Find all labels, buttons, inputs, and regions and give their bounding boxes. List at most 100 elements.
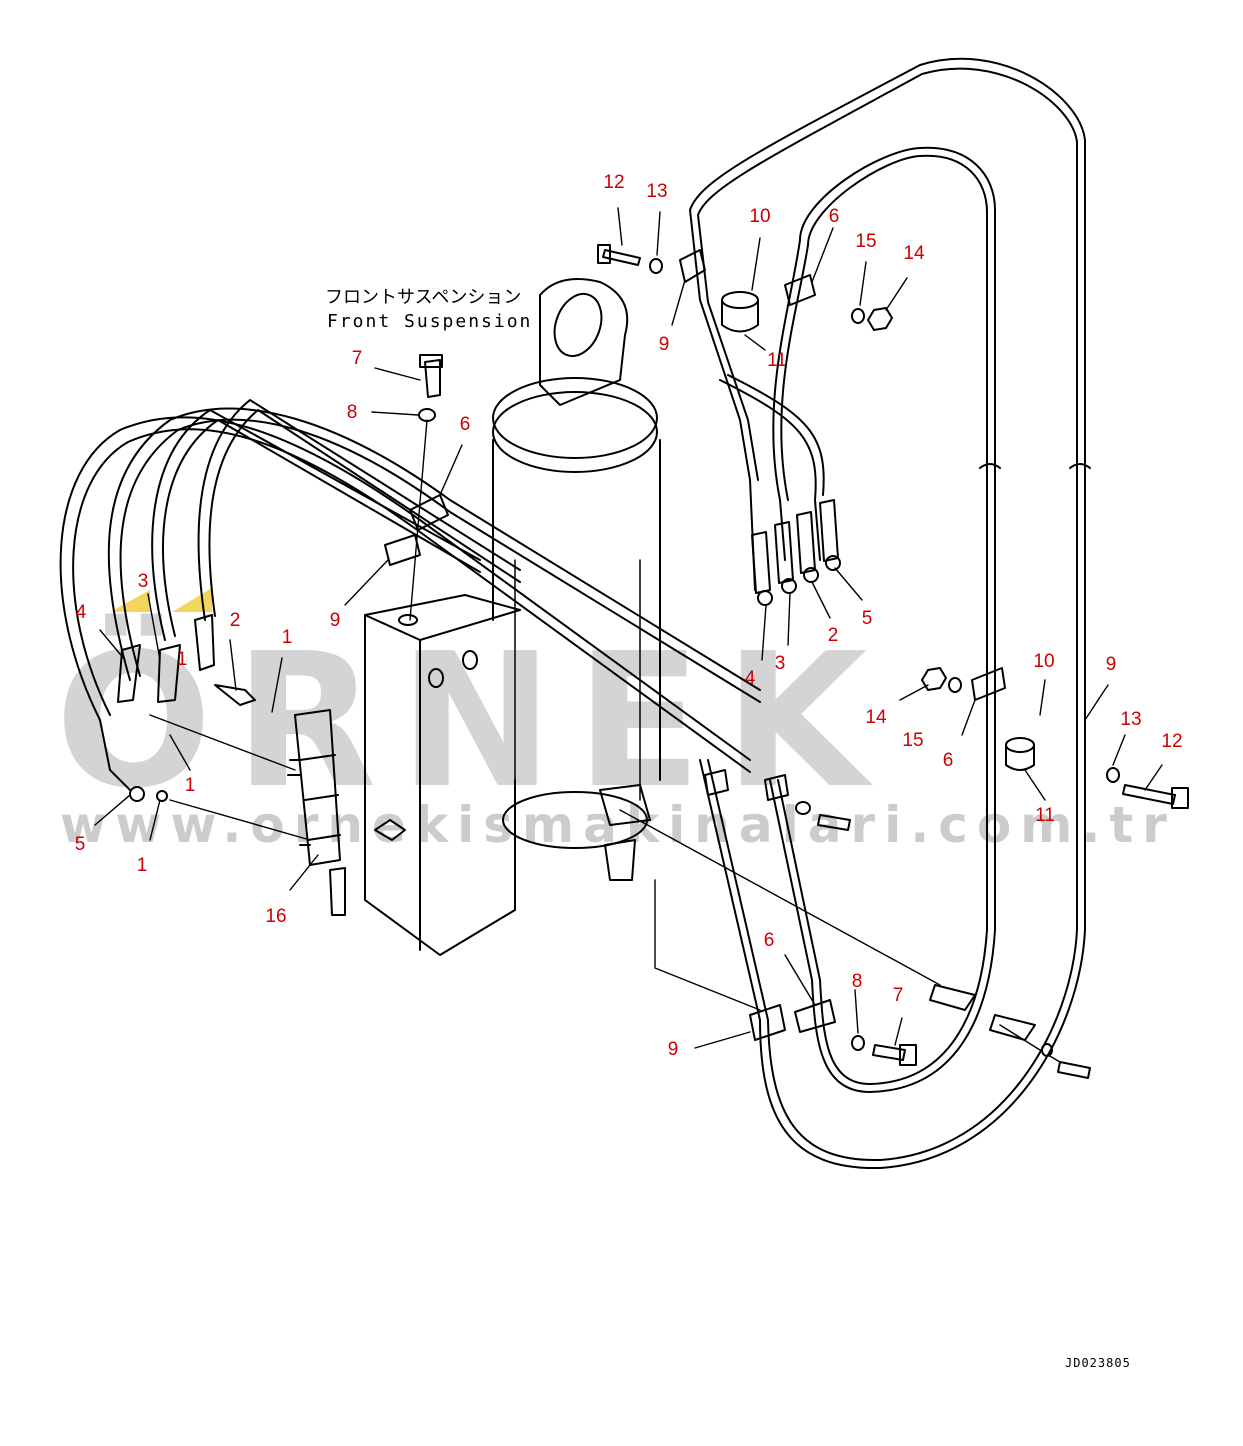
bolt-lower xyxy=(817,814,851,831)
lower-clamp-block xyxy=(599,784,651,826)
callout: 14 xyxy=(903,243,925,264)
fitting-5 xyxy=(819,499,839,562)
callout: 8 xyxy=(347,402,358,423)
bracket-top xyxy=(364,594,521,641)
brackets-bottom-right xyxy=(929,984,1036,1041)
hose-1 xyxy=(59,416,751,761)
callout: 4 xyxy=(76,602,87,623)
hose-2-fitting xyxy=(194,614,215,671)
leader-3-right xyxy=(787,592,791,646)
washer-15-right xyxy=(948,677,962,693)
outer-pipe xyxy=(689,57,1086,1170)
pipe-down-3 xyxy=(719,374,825,561)
callout: 1 xyxy=(177,649,188,670)
leader-4-left xyxy=(99,629,126,661)
bracket-sides xyxy=(364,614,516,956)
hose-4-fitting xyxy=(117,644,141,703)
clamp-9-bottom xyxy=(749,1004,786,1041)
right-loop-pipes xyxy=(689,57,1091,1170)
fitting-4 xyxy=(751,531,771,594)
callout: 7 xyxy=(352,348,363,369)
leader-2-right xyxy=(811,581,831,619)
washer-lower xyxy=(795,801,811,815)
pipe-down-1 xyxy=(689,209,759,591)
leader-13-top xyxy=(656,211,661,256)
callout: 11 xyxy=(1035,805,1055,826)
clamp-9-top xyxy=(679,249,706,283)
leader-2-left xyxy=(229,639,237,691)
clamp-lower xyxy=(764,774,789,801)
leader-14-top xyxy=(885,277,908,311)
inner-pipe-b xyxy=(777,154,988,1085)
right-hose-fittings xyxy=(751,499,841,606)
left-hose-bundle xyxy=(59,399,761,802)
washer-bottom-right xyxy=(1041,1043,1053,1057)
callout: 12 xyxy=(1161,731,1182,752)
leader-9-mid xyxy=(344,559,389,606)
lower-clamp-foot xyxy=(604,839,636,881)
leader-16 xyxy=(289,854,319,891)
cylinder-flange xyxy=(492,377,658,459)
callout: 13 xyxy=(1120,709,1141,730)
callout: 8 xyxy=(852,971,863,992)
callout: 10 xyxy=(749,206,770,227)
washer-15-top xyxy=(851,308,865,324)
hose-3 xyxy=(151,409,481,641)
caption: フロントサスペンション Front Suspension xyxy=(325,287,532,332)
hose-2b xyxy=(119,418,761,703)
inner-pipe xyxy=(769,146,996,1093)
callout: 2 xyxy=(828,625,839,646)
fitting-2 xyxy=(796,511,816,574)
callout: 3 xyxy=(775,653,786,674)
callout: 6 xyxy=(829,206,840,227)
washer-8-bottom xyxy=(851,1035,865,1051)
bracket-fitting xyxy=(462,650,478,670)
line-art xyxy=(59,57,1189,1170)
nut-14-right xyxy=(921,667,947,691)
leader-7-top xyxy=(374,367,421,381)
break-marks xyxy=(979,463,1091,469)
leader-4-right xyxy=(761,604,767,661)
leader-8-bottom xyxy=(854,989,859,1034)
callout: 13 xyxy=(646,181,667,202)
hose-1b xyxy=(72,428,751,773)
hose-2 xyxy=(107,407,761,691)
cylinder-eye xyxy=(539,278,629,406)
o-ring xyxy=(156,790,168,802)
callout-numbers: 12 13 10 6 15 14 11 9 7 8 6 9 3 4 1 2 1 … xyxy=(75,172,1183,1060)
watermark: ÖRNEK www.ornekismakinalari.com.tr xyxy=(55,588,1167,854)
bolt-12-top-head xyxy=(597,244,611,264)
watermark-brand: ÖRNEK xyxy=(55,613,889,829)
bracket-boss xyxy=(374,819,406,841)
washer-8-top xyxy=(418,408,436,422)
callout: 9 xyxy=(330,610,341,631)
front-suspension-cylinder xyxy=(492,278,661,849)
clamp-6-right xyxy=(971,667,1006,701)
caption-english: Front Suspension xyxy=(327,311,532,332)
grommet-top-body xyxy=(721,299,759,333)
outer-pipe-b xyxy=(697,67,1078,1162)
callout: 1 xyxy=(137,855,148,876)
callout: 12 xyxy=(603,172,624,193)
leader-10-right xyxy=(1039,679,1046,716)
hose-4 xyxy=(197,399,521,621)
valve-body xyxy=(294,709,341,866)
grommet-right xyxy=(1005,737,1035,753)
callout: 9 xyxy=(1106,654,1117,675)
grommets xyxy=(721,291,1035,771)
cylinder-eye-hole xyxy=(553,293,603,357)
valve-sections xyxy=(299,754,341,841)
fitting-5-nut xyxy=(825,555,841,571)
leader-10-top xyxy=(751,237,761,291)
leader-12-right xyxy=(1144,764,1163,791)
bracket-fitting xyxy=(428,668,444,688)
leader-6-bottom xyxy=(784,954,816,1006)
leader-13-right xyxy=(1112,734,1126,766)
valve-ports xyxy=(287,759,311,846)
bolt-7-top-head xyxy=(419,354,443,368)
bracket-hole xyxy=(398,614,418,626)
bolt-7-bottom xyxy=(872,1044,906,1061)
callout: 6 xyxy=(764,930,775,951)
